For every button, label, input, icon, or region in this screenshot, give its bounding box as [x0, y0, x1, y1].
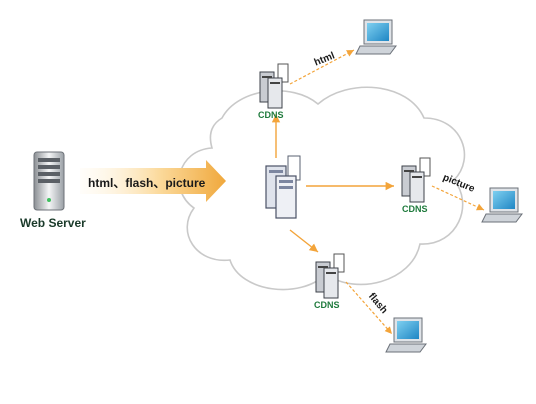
- center-server-cluster: [265, 155, 301, 219]
- cdns-label-bottom: CDNS: [314, 300, 340, 310]
- server-tower-icon: [33, 151, 65, 211]
- web-server-label: Web Server: [20, 216, 86, 230]
- connector-right-client: [431, 185, 485, 211]
- cdns-cluster-right: [401, 157, 431, 203]
- cloud-shape: [178, 86, 466, 291]
- cdns-label-right: CDNS: [402, 204, 428, 214]
- laptop-icon: [481, 187, 523, 223]
- cdns-cluster-bottom: [315, 253, 345, 299]
- laptop-icon: [385, 317, 427, 353]
- cdns-cluster-top: [259, 63, 289, 109]
- laptop-icon: [355, 19, 397, 55]
- content-arrow: [80, 160, 226, 202]
- cdns-label-top: CDNS: [258, 110, 284, 120]
- content-types-label: html、flash、picture: [88, 176, 206, 190]
- connector-bottom-client: [345, 281, 393, 335]
- connector-center-bottom: [289, 229, 319, 253]
- connector-top-client: [289, 49, 355, 85]
